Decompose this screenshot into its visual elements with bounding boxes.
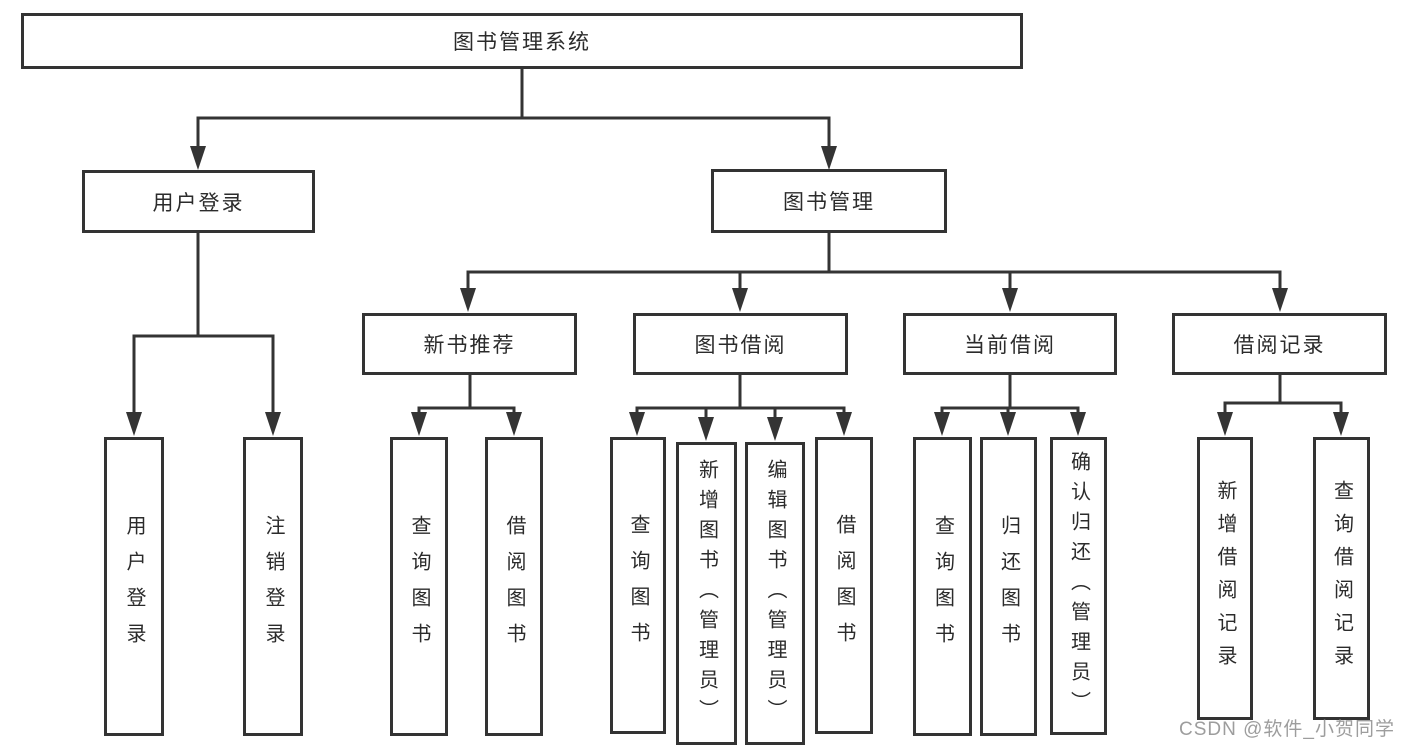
arrowhead-icon (1333, 412, 1349, 436)
leaf-add-borrow-record: 新增借阅记录 (1197, 437, 1253, 720)
leaf-label: 查询图书 (627, 513, 649, 658)
node-book-management: 图书管理 (711, 169, 947, 233)
arrowhead-icon (411, 412, 427, 436)
leaf-add-book-admin: 新增图书（管理员） (676, 442, 737, 745)
leaf-label: 查询借阅记录 (1330, 479, 1353, 678)
leaf-return-books: 归还图书 (980, 437, 1037, 736)
node-book-management-system: 图书管理系统 (21, 13, 1023, 69)
arrowhead-icon (1070, 412, 1086, 436)
arrowhead-icons (126, 146, 1349, 441)
leaf-query-borrow-record: 查询借阅记录 (1313, 437, 1370, 720)
arrowhead-icon (836, 412, 852, 436)
csdn-watermark: CSDN @软件_小贺同学 (1179, 719, 1395, 740)
arrowhead-icon (934, 412, 950, 436)
arrowhead-icon (190, 146, 206, 170)
node-current-borrowing: 当前借阅 (903, 313, 1117, 375)
leaf-label: 确认归还（管理员） (1067, 451, 1090, 721)
connector-paths (132, 67, 1343, 421)
leaf-query-books-current: 查询图书 (913, 437, 972, 736)
arrowhead-icon (460, 288, 476, 312)
leaf-label: 编辑图书（管理员） (764, 458, 786, 729)
leaf-logout: 注销登录 (243, 437, 303, 736)
leaf-label: 查询图书 (931, 514, 954, 659)
arrowhead-icon (1002, 288, 1018, 312)
leaf-query-books-borrowing: 查询图书 (610, 437, 666, 734)
leaf-borrow-books-recommend: 借阅图书 (485, 437, 543, 736)
node-new-book-recommend: 新书推荐 (362, 313, 577, 375)
arrowhead-icon (265, 412, 281, 436)
leaf-label: 归还图书 (997, 514, 1020, 659)
arrowhead-icon (1272, 288, 1288, 312)
arrowhead-icon (698, 417, 714, 441)
arrowhead-icon (629, 412, 645, 436)
leaf-label: 借阅图书 (833, 513, 855, 658)
arrowhead-icon (1000, 412, 1016, 436)
leaf-label: 查询图书 (408, 514, 430, 659)
leaf-label: 用户登录 (123, 514, 145, 659)
arrowhead-icon (126, 412, 142, 436)
arrowhead-icon (821, 146, 837, 170)
node-book-borrowing: 图书借阅 (633, 313, 848, 375)
leaf-user-login: 用户登录 (104, 437, 164, 736)
leaf-label: 新增图书（管理员） (695, 458, 718, 729)
leaf-edit-book-admin: 编辑图书（管理员） (745, 442, 805, 745)
arrowhead-icon (506, 412, 522, 436)
leaf-borrow-books-borrowing: 借阅图书 (815, 437, 873, 734)
arrowhead-icon (767, 417, 783, 441)
leaf-query-books-recommend: 查询图书 (390, 437, 448, 736)
arrowhead-icon (732, 288, 748, 312)
leaf-label: 注销登录 (262, 514, 284, 659)
arrowhead-icon (1217, 412, 1233, 436)
leaf-label: 借阅图书 (503, 514, 525, 659)
node-user-login: 用户登录 (82, 170, 315, 233)
leaf-confirm-return-admin: 确认归还（管理员） (1050, 437, 1107, 735)
leaf-label: 新增借阅记录 (1214, 479, 1236, 678)
node-borrowing-records: 借阅记录 (1172, 313, 1387, 375)
